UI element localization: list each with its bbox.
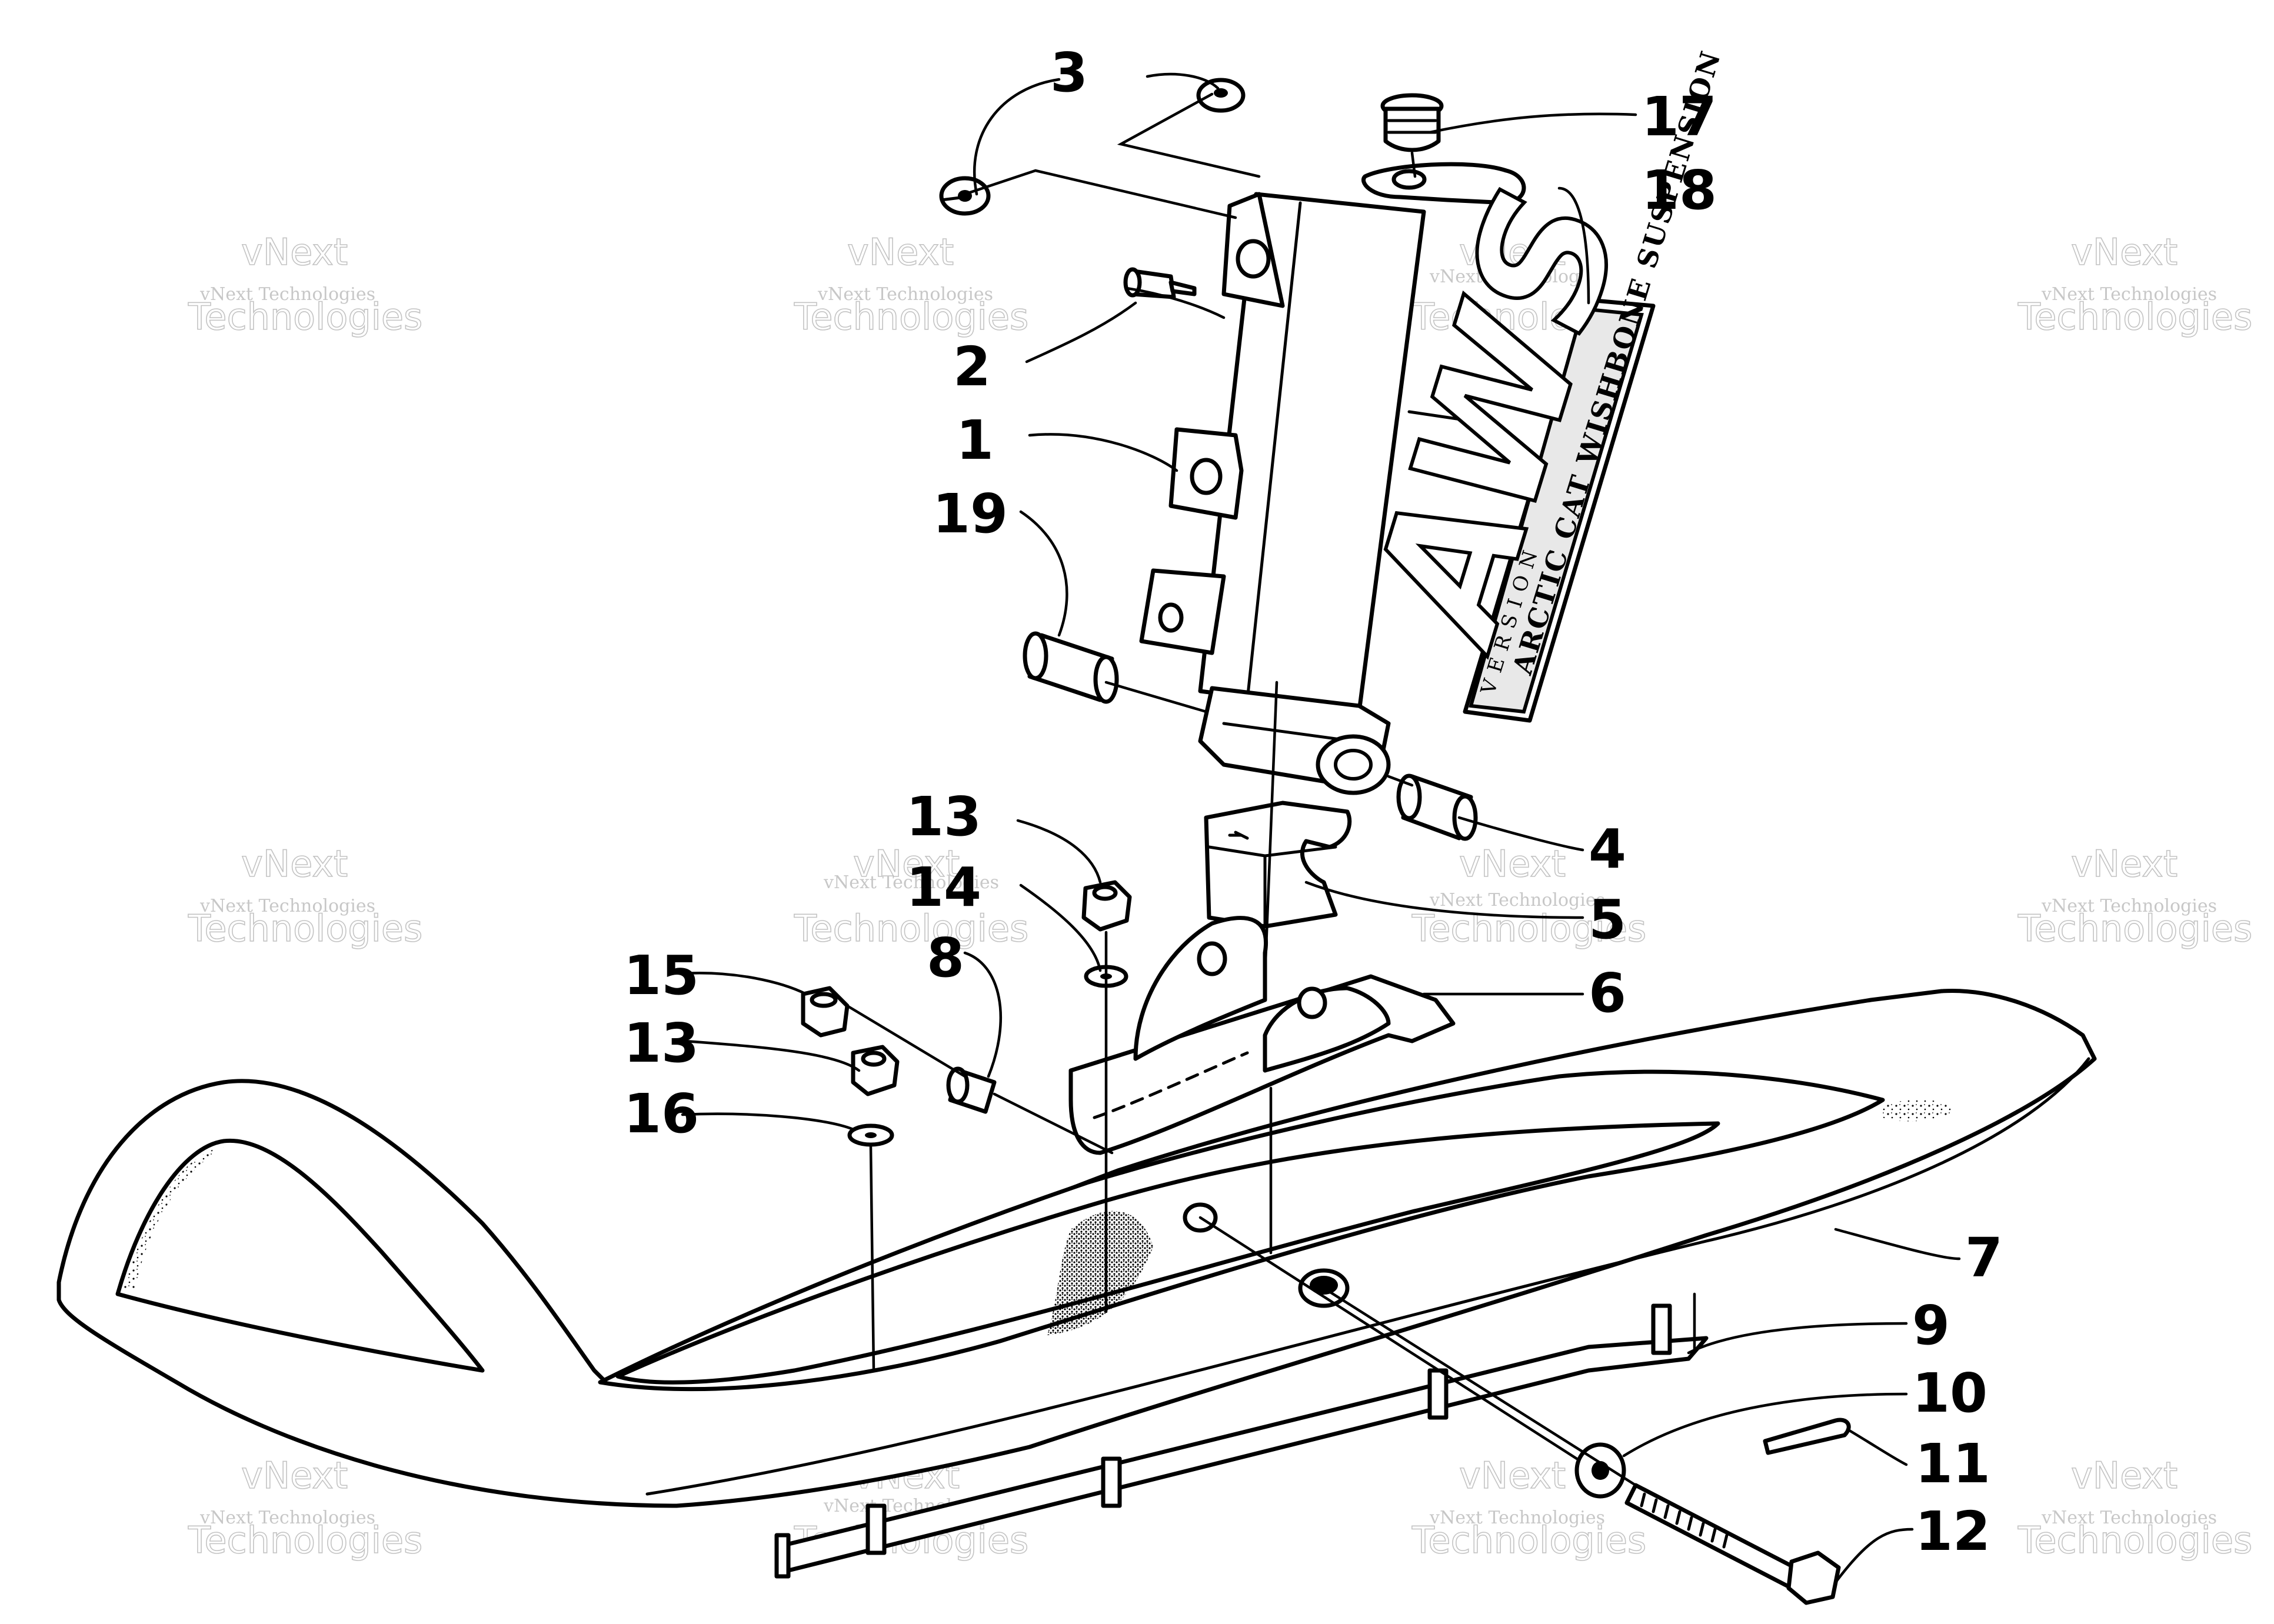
- callout-12: 12: [1915, 1500, 1990, 1563]
- washer-10: [1574, 1442, 1626, 1499]
- cotter-pin: [1763, 1418, 1851, 1455]
- bushing-19: [1023, 631, 1119, 704]
- callout-16: 16: [624, 1082, 699, 1145]
- callout-19: 19: [933, 482, 1008, 545]
- svg-text:vNext: vNext: [241, 231, 348, 274]
- callout-8: 8: [927, 926, 964, 989]
- ski-saddle: [1068, 916, 1456, 1155]
- svg-text:vNext: vNext: [847, 231, 954, 274]
- svg-text:vNext Technologies: vNext Technologies: [199, 1508, 375, 1528]
- wear-bar-stud: [865, 1503, 887, 1555]
- callout-2: 2: [953, 335, 991, 398]
- callout-11: 11: [1915, 1432, 1990, 1495]
- lock-nut-13-upper: [1081, 880, 1132, 932]
- svg-text:Technologies: Technologies: [188, 295, 422, 338]
- svg-text:vNext: vNext: [1459, 842, 1566, 885]
- svg-text:vNext: vNext: [1459, 1454, 1566, 1497]
- watermark: vNext Technologies vNext Technologies: [2017, 842, 2253, 951]
- callout-14: 14: [906, 856, 981, 919]
- svg-text:vNext Technologies: vNext Technologies: [199, 284, 375, 305]
- svg-text:vNext: vNext: [2071, 842, 2178, 885]
- callout-7: 7: [1965, 1226, 2003, 1289]
- grease-fitting: [1123, 267, 1197, 299]
- watermark: vNext Technologies vNext Technologies: [1411, 1453, 1647, 1562]
- callout-leaders: [681, 72, 1961, 1584]
- svg-text:vNext: vNext: [853, 842, 960, 885]
- callout-13-upper: 13: [906, 785, 981, 848]
- callout-labels: 1 2 3 4 5 6 7 8 9 10 11 12 13 13 14 15 1…: [624, 41, 2003, 1563]
- bushing-4: [1396, 773, 1478, 841]
- svg-text:Technologies: Technologies: [794, 295, 1028, 338]
- callout-4: 4: [1589, 818, 1626, 881]
- lock-nut-15: [801, 986, 850, 1038]
- wear-bar-stud: [1101, 1456, 1122, 1508]
- svg-text:Technologies: Technologies: [2017, 907, 2252, 950]
- bushing-8: [946, 1066, 997, 1114]
- watermark: vNext Technologies vNext Technologies: [2017, 1453, 2253, 1562]
- svg-text:vNext: vNext: [241, 842, 348, 885]
- svg-text:vNext Technologies: vNext Technologies: [1429, 1508, 1605, 1528]
- svg-text:Technologies: Technologies: [1411, 1519, 1646, 1562]
- callout-10: 10: [1912, 1362, 1987, 1425]
- callout-9: 9: [1912, 1294, 1950, 1357]
- watermark: vNext Technologies vNext Technologies: [187, 842, 423, 951]
- spindle-flange-low: [1139, 568, 1226, 655]
- svg-text:vNext Technologies: vNext Technologies: [1429, 890, 1605, 911]
- svg-text:Technologies: Technologies: [188, 907, 422, 950]
- wear-bar-stud: [1427, 1368, 1449, 1420]
- callout-15: 15: [624, 944, 699, 1007]
- ski: [56, 988, 2097, 1508]
- svg-text:vNext: vNext: [241, 1454, 348, 1497]
- callout-6: 6: [1589, 962, 1626, 1025]
- wear-bar: [774, 1303, 1709, 1579]
- svg-text:vNext: vNext: [2071, 1454, 2178, 1497]
- callout-18: 18: [1642, 159, 1717, 222]
- washer-16: [847, 1123, 894, 1147]
- spindle: [1139, 162, 1526, 795]
- watermark: vNext Technologies vNext Technologies: [2017, 230, 2253, 339]
- svg-text:Technologies: Technologies: [2017, 295, 2252, 338]
- callout-17: 17: [1642, 85, 1717, 148]
- callout-1: 1: [956, 409, 994, 472]
- watermark: vNext Technologies vNext Technologies: [187, 1453, 423, 1562]
- svg-text:vNext Technologies: vNext Technologies: [199, 896, 375, 916]
- lock-nut-13-lower: [851, 1045, 900, 1096]
- cap-plug: [1380, 93, 1444, 152]
- svg-text:vNext Technologies: vNext Technologies: [2041, 1508, 2217, 1528]
- callout-3: 3: [1050, 41, 1088, 104]
- bushing-3-upper: [1196, 78, 1246, 113]
- watermark: vNext Technologies vNext Technologies: [187, 230, 423, 339]
- bushing-3-lower: [939, 176, 991, 216]
- ski-hoop-opening: [115, 1138, 485, 1373]
- svg-text:Technologies: Technologies: [794, 907, 1028, 950]
- watermark: vNext Technologies vNext Technologies: [1411, 842, 1647, 951]
- ski-saddle-pocket: [615, 1121, 1720, 1385]
- bolt: [1624, 1483, 1841, 1605]
- svg-text:vNext Technologies: vNext Technologies: [1429, 266, 1605, 287]
- watermark: vNext Technologies vNext Technologies: [793, 842, 1029, 951]
- svg-text:vNext Technologies: vNext Technologies: [817, 284, 993, 305]
- guide-lines: [845, 151, 1696, 1487]
- svg-text:Technologies: Technologies: [188, 1519, 422, 1562]
- svg-text:vNext: vNext: [1459, 231, 1566, 274]
- saddle-ear-left: [1133, 916, 1268, 1061]
- svg-text:vNext: vNext: [2071, 231, 2178, 274]
- watermark: vNext Technologies vNext Technologies: [793, 230, 1029, 339]
- svg-text:vNext Technologies: vNext Technologies: [2041, 896, 2217, 916]
- wear-bar-stud: [1651, 1303, 1672, 1355]
- callout-5: 5: [1589, 888, 1626, 951]
- svg-text:vNext Technologies: vNext Technologies: [2041, 284, 2217, 305]
- callout-13-lower: 13: [624, 1012, 699, 1075]
- stop-block: [1204, 801, 1352, 929]
- svg-text:Technologies: Technologies: [2017, 1519, 2252, 1562]
- svg-text:Technologies: Technologies: [1411, 907, 1646, 950]
- svg-text:vNext Technologies: vNext Technologies: [823, 872, 999, 893]
